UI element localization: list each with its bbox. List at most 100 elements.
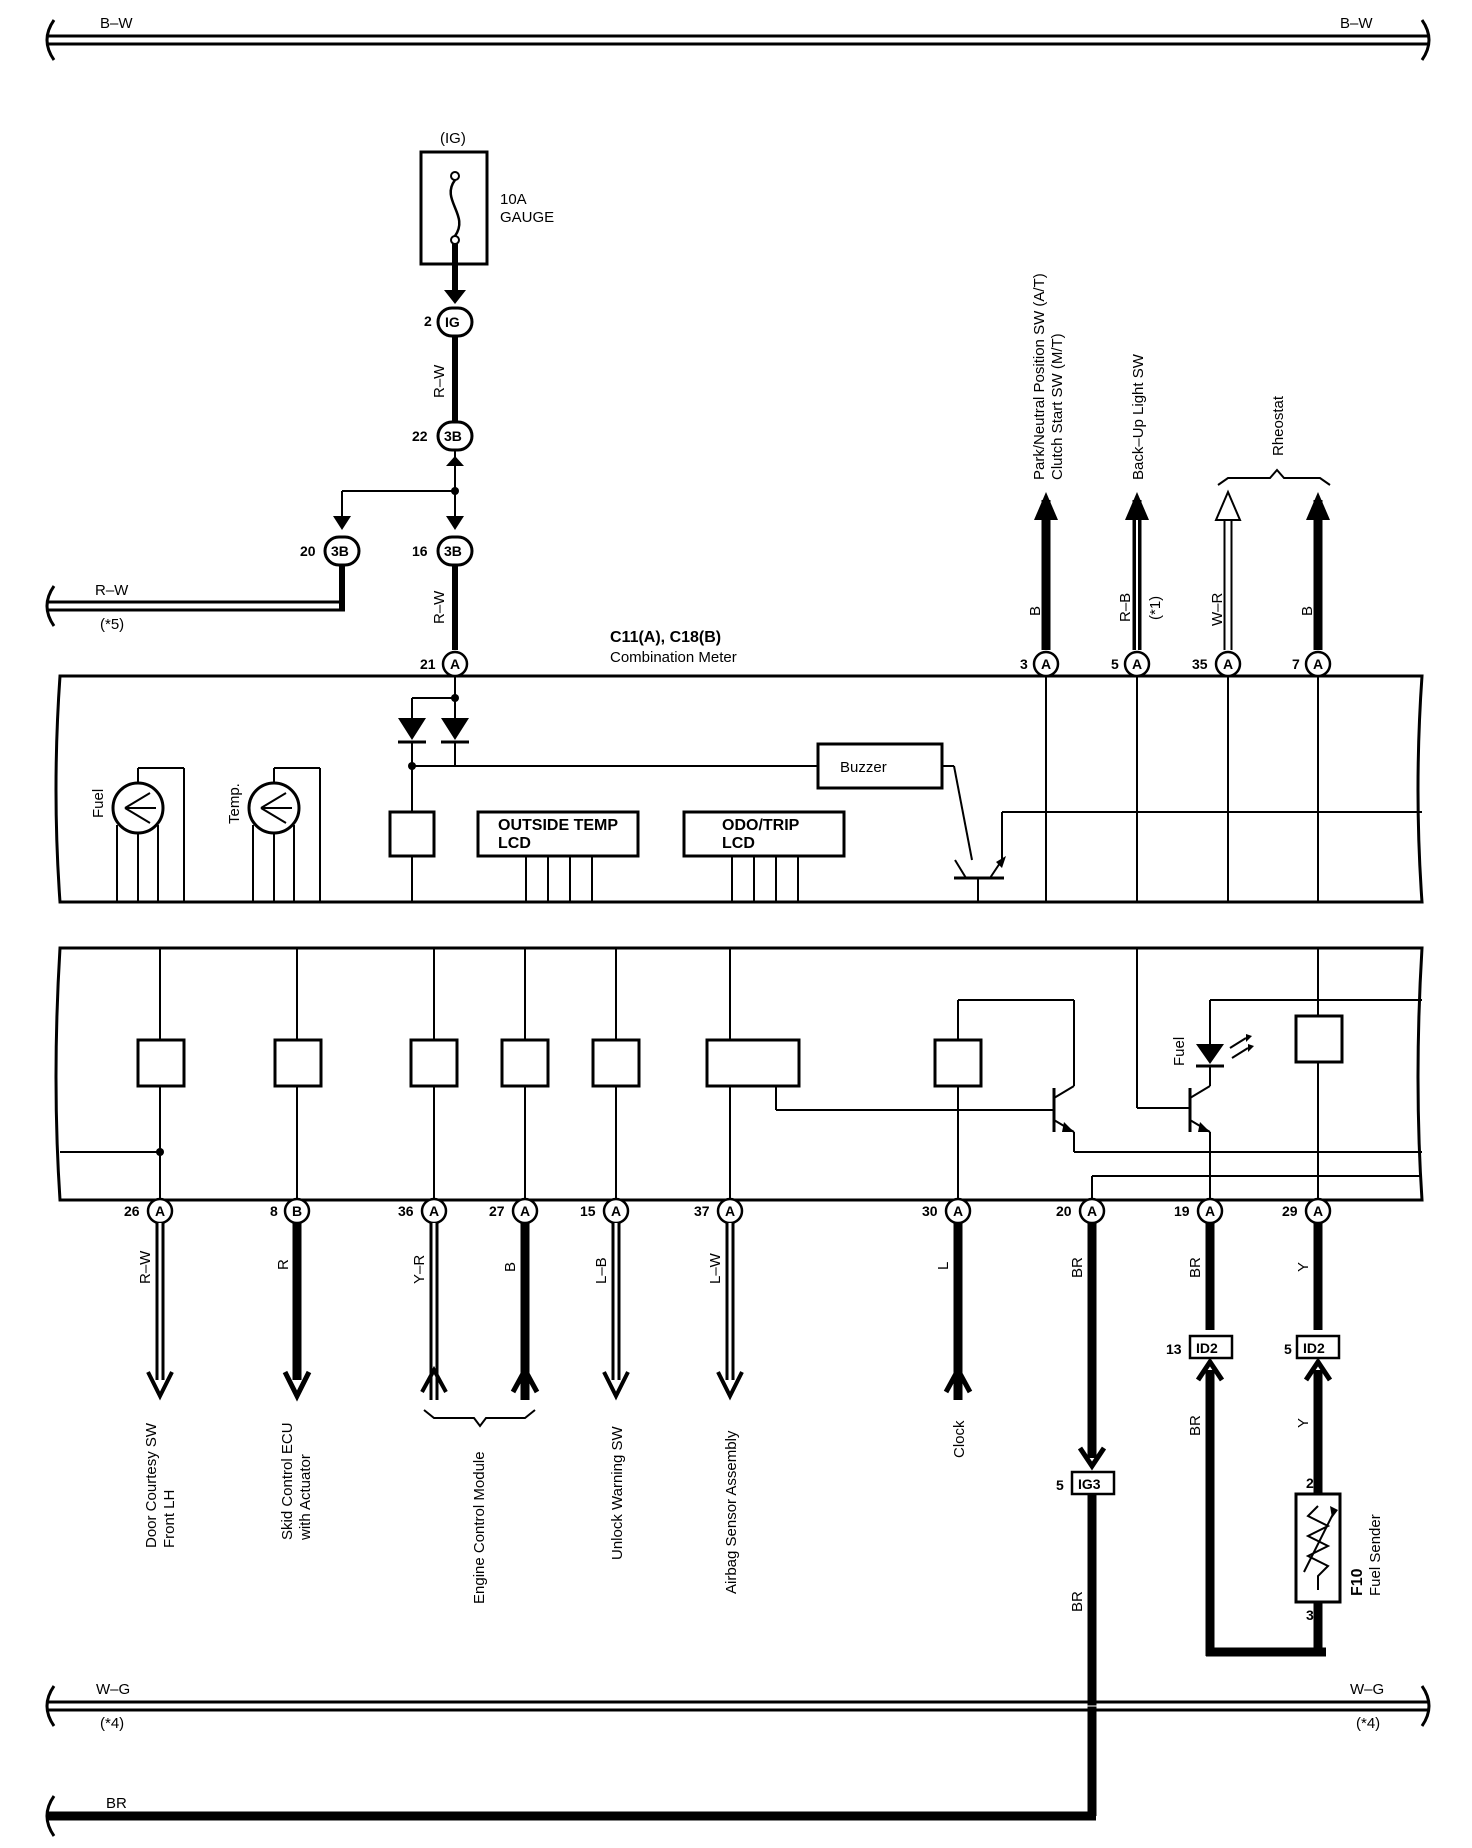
- svg-text:R–W: R–W: [431, 364, 448, 398]
- fuel-sender: 2 3 F10 Fuel Sender: [1294, 1475, 1384, 1623]
- svg-text:21: 21: [420, 656, 436, 672]
- wire-color-rw-lower: R–W: [431, 590, 448, 624]
- svg-text:A: A: [1041, 656, 1051, 672]
- svg-text:15: 15: [580, 1203, 596, 1219]
- svg-text:A: A: [1132, 656, 1142, 672]
- buzzer: Buzzer: [816, 742, 944, 790]
- bus-wg-right-label: W–G: [1350, 1681, 1384, 1698]
- odo-trip-lcd: ODO/TRIP LCD: [682, 810, 846, 902]
- bus-br: BR: [45, 1795, 1096, 1837]
- bus-rw-label: R–W: [95, 582, 129, 599]
- svg-text:30: 30: [922, 1203, 938, 1219]
- svg-text:29: 29: [1282, 1203, 1298, 1219]
- dest-clutch-start: Clutch Start SW (M/T): [1049, 333, 1066, 480]
- top-pin-5: 5 A: [1111, 650, 1151, 678]
- bottom-pin-30: 30 A: [922, 1197, 972, 1225]
- connector-ig-pin: 2: [424, 313, 432, 329]
- connector-3b-20-pin: 20: [300, 543, 316, 559]
- fuel-sender-pin-bottom: 3: [1306, 1607, 1314, 1623]
- connector-id2-13: 13 ID2: [1166, 1334, 1234, 1360]
- meter-subtitle: Combination Meter: [610, 649, 737, 666]
- circuit-box-3: [409, 1038, 459, 1088]
- svg-text:A: A: [450, 656, 460, 672]
- svg-text:20: 20: [1056, 1203, 1072, 1219]
- bottom-pin-26: 26 A: [124, 1197, 174, 1225]
- odo-trip-lcd-line1: ODO/TRIP: [722, 817, 800, 834]
- connector-3b-20: 20 3B: [300, 535, 361, 567]
- connector-3b-22-pin: 22: [412, 428, 428, 444]
- wire-color-pin29: Y: [1295, 1262, 1312, 1272]
- svg-text:A: A: [429, 1203, 439, 1219]
- svg-text:A: A: [953, 1203, 963, 1219]
- top-pin-35: 35 A: [1192, 650, 1242, 678]
- dest-rheostat: Rheostat: [1270, 395, 1287, 456]
- bus-bw-right-label: B–W: [1340, 15, 1373, 32]
- odo-trip-lcd-line2: LCD: [722, 835, 755, 852]
- svg-text:27: 27: [489, 1203, 505, 1219]
- connector-ig: 2 IG: [424, 306, 474, 338]
- bottom-pin-29: 29 A: [1282, 1197, 1332, 1225]
- svg-text:A: A: [1313, 1203, 1323, 1219]
- connector-3b-22: 22 3B: [412, 420, 474, 452]
- bottom-destinations: Door Courtesy SW Front LH Skid Control E…: [143, 1420, 968, 1604]
- connector-id2-5-pin: 5: [1284, 1341, 1292, 1357]
- svg-text:7: 7: [1292, 656, 1300, 672]
- wire-color-pin5: R–B: [1117, 593, 1134, 622]
- meter-title: C11(A), C18(B): [610, 629, 721, 646]
- circuit-box-2: [273, 1038, 323, 1088]
- svg-text:A: A: [1223, 656, 1233, 672]
- svg-text:A: A: [1205, 1203, 1215, 1219]
- connector-id2-13-name: ID2: [1196, 1340, 1218, 1356]
- dest-park-neutral: Park/Neutral Position SW (A/T): [1031, 273, 1048, 480]
- wire-color-pin5-note: (*1): [1147, 596, 1164, 620]
- top-wire-colors: B R–B (*1) W–R B: [1027, 593, 1316, 627]
- fuse-10a-gauge: (IG) 10A GAUGE: [419, 130, 554, 266]
- bus-rw: R–W (*5): [45, 565, 345, 633]
- svg-text:A: A: [155, 1203, 165, 1219]
- dest-airbag-sensor: Airbag Sensor Assembly: [723, 1430, 740, 1594]
- circuit-box-6: [705, 1038, 801, 1088]
- connector-ig3: 5 IG3: [1056, 1470, 1116, 1496]
- dest-door-courtesy: Door Courtesy SW: [143, 1422, 160, 1548]
- top-pin-7: 7 A: [1292, 650, 1332, 678]
- circuit-box-8: [1294, 1014, 1344, 1064]
- svg-text:R–W: R–W: [431, 590, 448, 624]
- wire-color-pin27: B: [502, 1262, 519, 1272]
- dest-backup-light: Back–Up Light SW: [1130, 353, 1147, 480]
- bus-br-label: BR: [106, 1795, 127, 1812]
- svg-text:A: A: [520, 1203, 530, 1219]
- svg-text:26: 26: [124, 1203, 140, 1219]
- combination-meter: C11(A), C18(B) Combination Meter: [54, 629, 1424, 1202]
- circuit-box-1: [136, 1038, 186, 1088]
- connector-3b-16-pin: 16: [412, 543, 428, 559]
- wire-color-pin26: R–W: [137, 1250, 154, 1284]
- bottom-pin-36: 36 A: [398, 1197, 448, 1225]
- svg-text:5: 5: [1111, 656, 1119, 672]
- connector-3b-22-name: 3B: [444, 428, 462, 444]
- bus-wg-left-note: (*4): [100, 1715, 124, 1732]
- top-pin-21: 21 A: [420, 650, 469, 678]
- dest-clock: Clock: [951, 1420, 968, 1458]
- wire-color-pin3: B: [1027, 606, 1044, 616]
- svg-text:3: 3: [1020, 656, 1028, 672]
- fuel-led-label: Fuel: [1171, 1037, 1188, 1066]
- fuse-header: (IG): [440, 130, 466, 147]
- temp-gauge: Temp.: [226, 767, 321, 902]
- connector-id2-5: 5 ID2: [1284, 1334, 1341, 1360]
- bus-bw: B–W B–W: [45, 15, 1431, 61]
- svg-text:36: 36: [398, 1203, 414, 1219]
- fuel-sender-name: Fuel Sender: [1367, 1514, 1384, 1596]
- bus-wg: W–G (*4) W–G (*4): [45, 1681, 1431, 1732]
- top-pin-3: 3 A: [1020, 650, 1060, 678]
- connector-3b-16: 16 3B: [412, 535, 474, 567]
- connector-ig3-pin: 5: [1056, 1477, 1064, 1493]
- outside-temp-lcd: OUTSIDE TEMP LCD: [476, 810, 640, 902]
- bottom-wire-colors: R–W R Y–R B L–B L–W L BR BR Y BR Y BR: [137, 1250, 1312, 1612]
- bus-wg-left-label: W–G: [96, 1681, 130, 1698]
- wire-color-pin36: Y–R: [411, 1255, 428, 1284]
- outside-temp-lcd-line1: OUTSIDE TEMP: [498, 817, 618, 834]
- wire-color-pin15: L–B: [593, 1257, 610, 1284]
